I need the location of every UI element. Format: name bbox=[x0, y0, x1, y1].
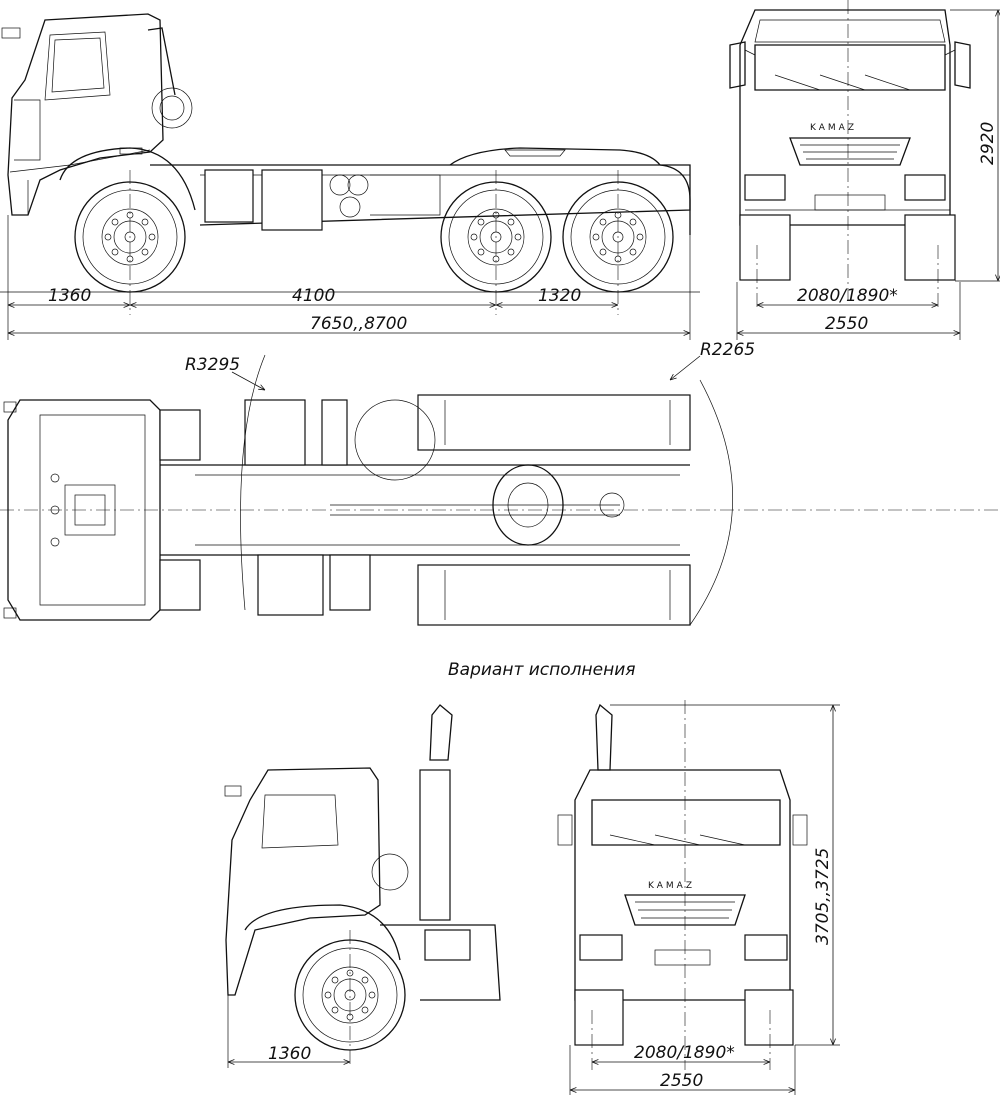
exhaust-stack bbox=[429, 704, 453, 761]
rear-left-tyres-icon bbox=[417, 394, 691, 451]
cab-top-outline bbox=[7, 399, 161, 621]
cab-outline bbox=[7, 13, 164, 216]
variant-side-view: 1360 bbox=[224, 704, 501, 1068]
radius-arc-front bbox=[240, 354, 266, 611]
variant-dim-width: 2550 bbox=[660, 1071, 703, 1091]
dim-tandem-spacing: 1320 bbox=[538, 286, 581, 306]
variant-brand-logo: KAMAZ bbox=[648, 881, 695, 891]
variant-dim-track: 2080/1890* bbox=[634, 1043, 735, 1063]
side-view: 1360 4100 1320 7650,,8700 bbox=[0, 13, 700, 340]
variant-dim-height: 3705,,3725 bbox=[813, 848, 833, 945]
front-left-tyre-icon bbox=[739, 214, 791, 281]
dim-width: 2550 bbox=[825, 314, 868, 334]
top-view: R3295 R2265 bbox=[0, 340, 1000, 626]
rear-right-tyres-icon bbox=[417, 564, 691, 626]
dim-overall-length: 7650,,8700 bbox=[310, 314, 407, 334]
brand-logo: KAMAZ bbox=[810, 123, 857, 133]
dim-height: 2920 bbox=[978, 122, 998, 165]
dim-wheelbase: 4100 bbox=[292, 286, 335, 306]
radius-arc-rear bbox=[689, 379, 734, 626]
front-view: KAMAZ 2920 2080/1890* 2550 bbox=[729, 0, 1000, 340]
dim-radius-rear: R2265 bbox=[700, 340, 755, 360]
variant-caption: Вариант исполнения bbox=[448, 660, 636, 680]
mirror-icon bbox=[1, 27, 21, 39]
variant-dim-front-overhang: 1360 bbox=[268, 1044, 311, 1064]
dim-track: 2080/1890* bbox=[797, 286, 898, 306]
spare-wheel-icon bbox=[151, 87, 193, 129]
variant-mirror-icon bbox=[224, 785, 242, 797]
front-right-tyre-icon bbox=[904, 214, 956, 281]
dim-radius-front: R3295 bbox=[185, 355, 240, 375]
grille bbox=[789, 137, 911, 166]
dim-front-overhang: 1360 bbox=[48, 286, 91, 306]
variant-cab-outline bbox=[225, 767, 381, 996]
variant-front-view: KAMAZ 3705,,3725 2080/1890* 2550 bbox=[557, 700, 840, 1095]
variant-exhaust-stack bbox=[595, 703, 613, 771]
